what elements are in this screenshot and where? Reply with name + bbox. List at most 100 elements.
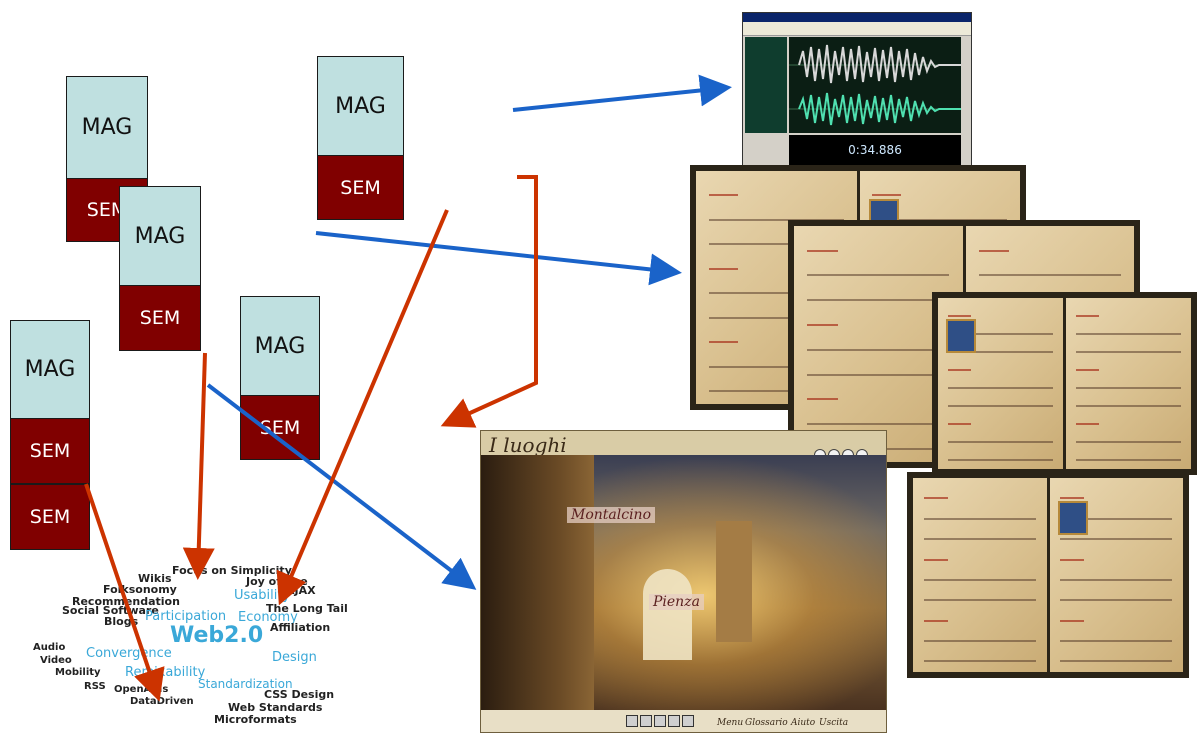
manuscript-line — [708, 365, 844, 368]
nav-uscita: Uscita — [819, 718, 849, 728]
manuscript-line — [708, 194, 738, 197]
place-label-montalcino: Montalcino — [567, 507, 655, 523]
sem-card-5b: SEM — [10, 484, 90, 550]
manuscript-line — [708, 316, 844, 319]
manuscript-line — [1060, 639, 1173, 642]
waveform-panel — [789, 37, 961, 133]
manuscript-line — [923, 578, 1036, 581]
sem-label: SEM — [29, 506, 71, 528]
tag-cloud-term: Microformats — [214, 713, 297, 726]
manuscript-line — [708, 267, 738, 270]
manuscript-line — [872, 194, 902, 197]
manuscript-line — [948, 315, 971, 318]
tag-cloud-term: Wikis — [138, 572, 172, 585]
manuscript-line — [872, 218, 1008, 221]
tag-cloud-term: Web2.0 — [170, 623, 264, 648]
red-bracket-arrow — [440, 175, 538, 428]
tag-cloud-term: Social Software — [62, 604, 159, 617]
manuscript-line — [1076, 404, 1181, 407]
tag-cloud-term: Web Standards — [228, 701, 323, 714]
sem-card-4: SEM — [240, 395, 320, 460]
sem-label: SEM — [86, 199, 128, 221]
manuscript-line — [948, 404, 1053, 407]
scene-arch — [643, 569, 692, 660]
nav-glossario: Glossario — [745, 718, 788, 728]
mag-label: MAG — [335, 93, 386, 119]
sem-label: SEM — [340, 176, 381, 199]
manuscript-line — [923, 660, 1036, 663]
sem-card-3: SEM — [317, 155, 404, 220]
nav-menu: Menu — [717, 718, 744, 728]
file-panel — [745, 37, 787, 133]
nav-icon — [640, 715, 652, 727]
manuscript-line — [1076, 440, 1181, 443]
tag-cloud-term: RSS — [84, 681, 106, 692]
manuscript-line — [807, 299, 950, 302]
manuscript-line — [1060, 558, 1085, 561]
tag-cloud-term: Standardization — [198, 677, 293, 691]
luoghi-title: I luoghi — [489, 433, 567, 457]
manuscript-line — [923, 497, 948, 500]
red-arrow-to-datadriven — [84, 483, 165, 702]
sem-card-5a: SEM — [10, 418, 90, 484]
mag-label: MAG — [134, 223, 186, 249]
manuscript-line — [1060, 619, 1085, 622]
mag-label: MAG — [81, 115, 133, 140]
manuscript-line — [1060, 578, 1173, 581]
nav-icon — [682, 715, 694, 727]
manuscript-line — [807, 249, 838, 252]
manuscript-line — [807, 323, 838, 326]
manuscript-line — [948, 333, 1053, 336]
red-arrow-to-tail — [276, 209, 449, 606]
nav-aiuto: Aiuto — [791, 718, 816, 728]
manuscript-line — [807, 373, 950, 376]
manuscript-line — [948, 458, 1053, 461]
mag-label: MAG — [24, 357, 76, 382]
manuscript-line — [708, 341, 738, 344]
window-toolbar — [743, 22, 971, 36]
manuscript-page — [1066, 298, 1191, 469]
mag-card-4: MAG — [240, 296, 320, 396]
tag-cloud-term: Video — [40, 655, 72, 666]
manuscript-line — [923, 639, 1036, 642]
nav-icon — [626, 715, 638, 727]
illuminated-initial — [945, 318, 976, 353]
manuscript-line — [948, 386, 1053, 389]
manuscript-image-3 — [932, 292, 1197, 475]
scene-tower — [715, 521, 753, 642]
manuscript-line — [1060, 517, 1173, 520]
manuscript-line — [923, 558, 948, 561]
manuscript-line — [1076, 458, 1181, 461]
manuscript-line — [807, 398, 838, 401]
tag-cloud-term: Audio — [33, 642, 66, 653]
manuscript-line — [948, 368, 971, 371]
tag-cloud-term: Economy — [238, 610, 298, 625]
manuscript-line — [1076, 315, 1099, 318]
nav-icon — [668, 715, 680, 727]
tag-cloud-term: Focus on Simplicity — [172, 564, 292, 577]
manuscript-line — [1060, 538, 1173, 541]
manuscript-page — [938, 298, 1063, 469]
red-arrow-to-focus — [182, 352, 215, 580]
mag-card-5: MAG — [10, 320, 90, 419]
nav-icon — [654, 715, 666, 727]
manuscript-line — [708, 292, 844, 295]
manuscript-line — [708, 243, 844, 246]
manuscript-line — [978, 249, 1010, 252]
tag-cloud-term: Folksonomy — [103, 583, 177, 596]
manuscript-line — [923, 599, 1036, 602]
manuscript-line — [1076, 333, 1181, 336]
tag-cloud-term: The Long Tail — [266, 602, 348, 615]
scene-wall — [481, 455, 595, 710]
sem-label: SEM — [29, 440, 71, 462]
manuscript-line — [708, 390, 844, 393]
luoghi-screenshot: I luoghi Montalcino Pienza Menu Glossari… — [480, 430, 887, 733]
manuscript-line — [948, 351, 1053, 353]
sem-card-2: SEM — [119, 285, 201, 351]
tag-cloud-term: Convergence — [86, 646, 172, 661]
manuscript-line — [1060, 660, 1173, 663]
manuscript-page — [913, 478, 1047, 672]
manuscript-line — [807, 423, 950, 426]
blue-arrow-to-manuscripts — [315, 231, 682, 286]
